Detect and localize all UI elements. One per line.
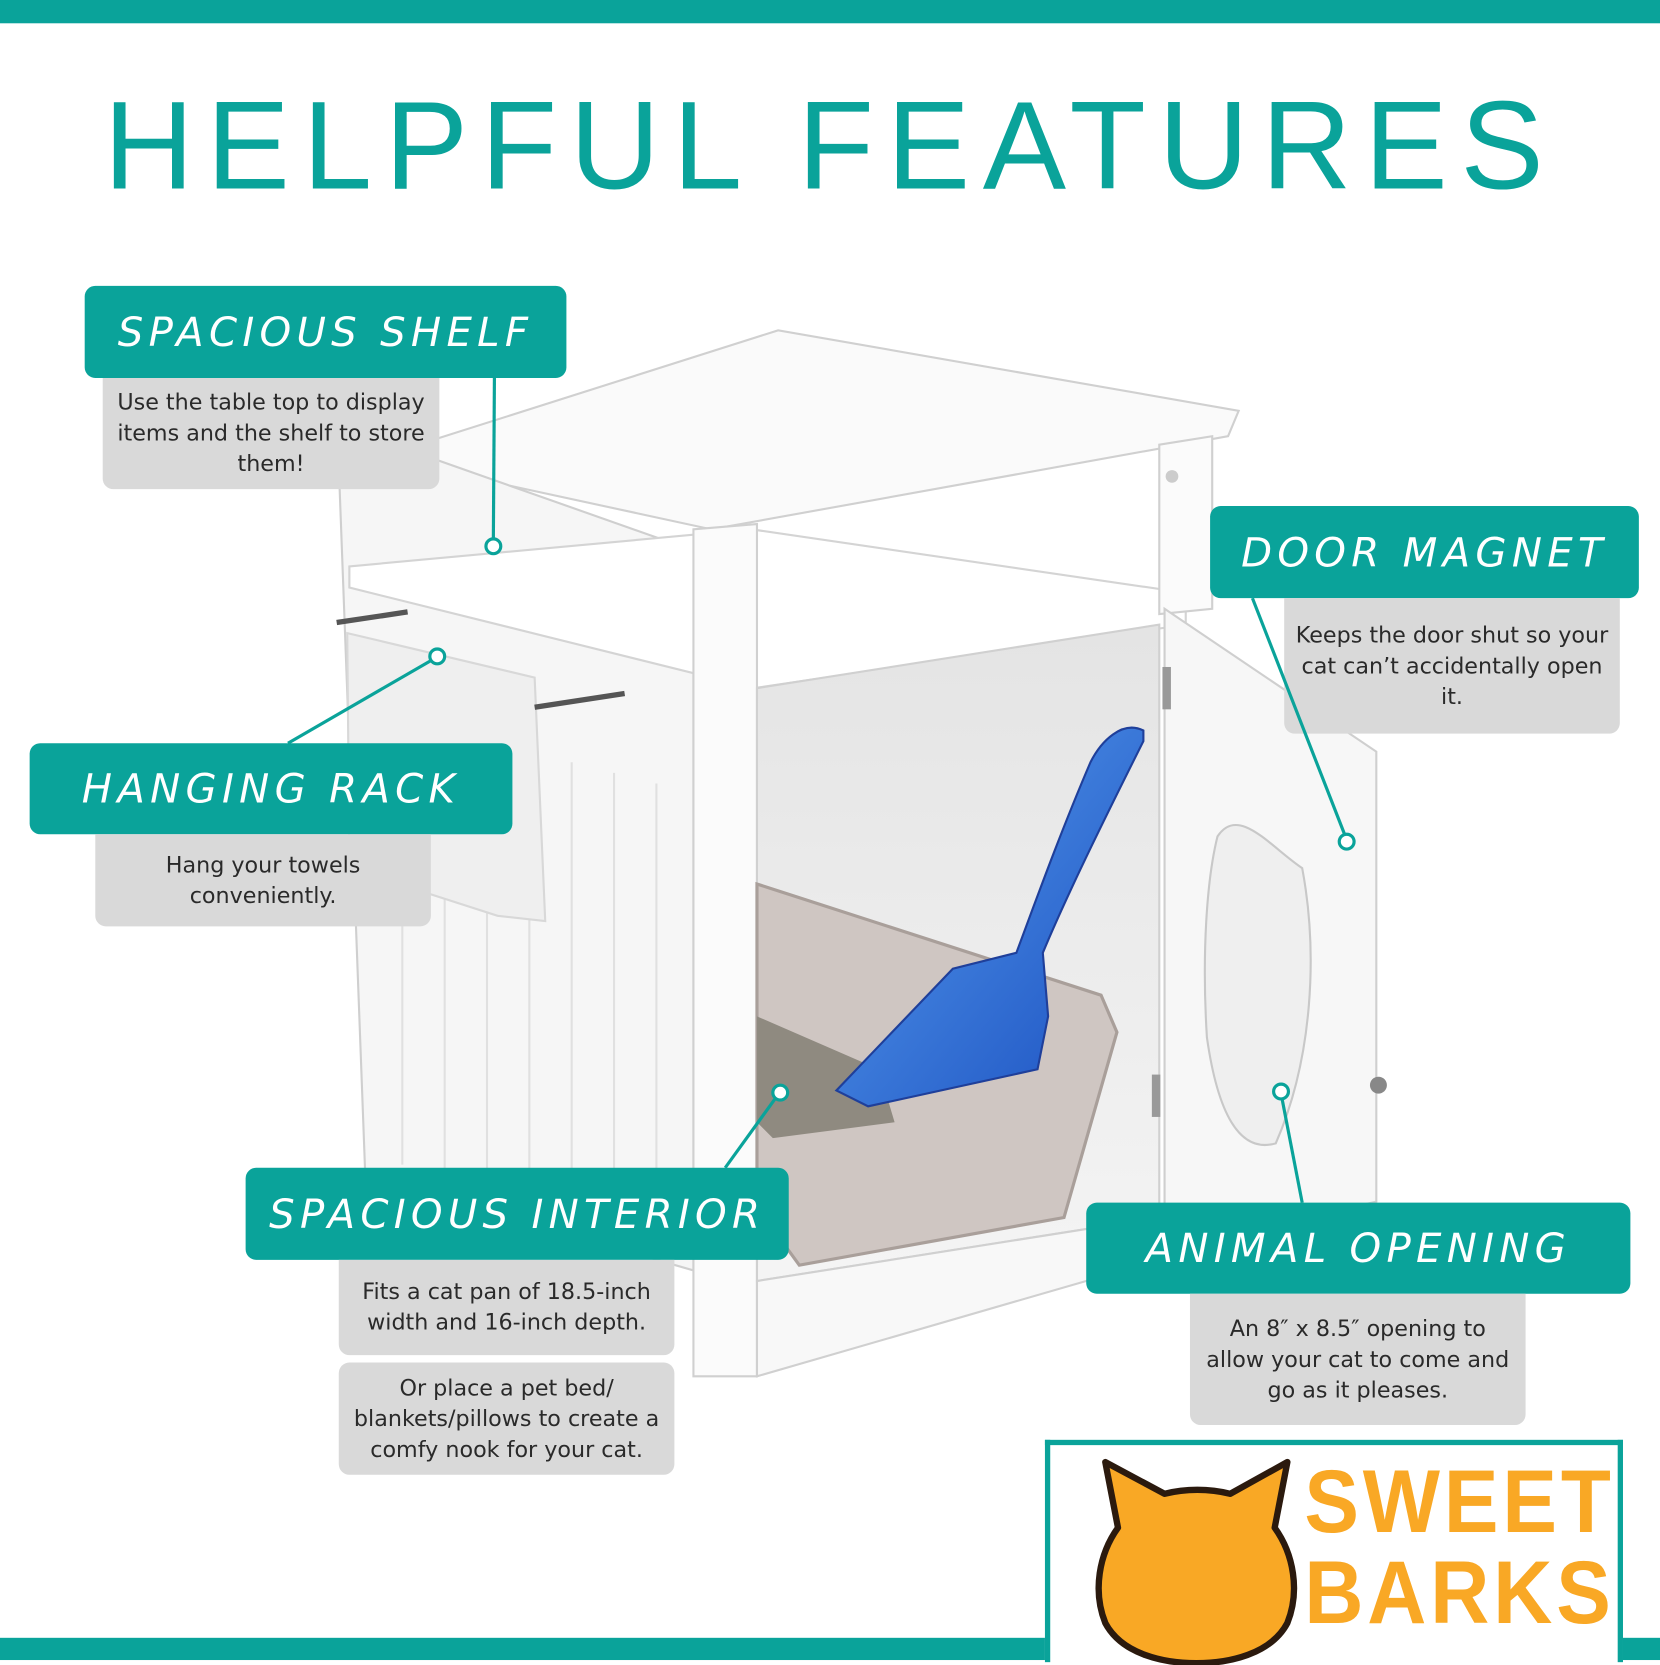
callout-hanging-rack-desc: Hang your towels conveniently. bbox=[95, 834, 431, 927]
callout-animal-opening-title: ANIMAL OPENING bbox=[1086, 1202, 1631, 1294]
top-accent-bar bbox=[0, 0, 1660, 24]
litter bbox=[756, 1016, 895, 1139]
callout-hanging-rack-title: HANGING RACK bbox=[29, 743, 513, 835]
callout-spacious-interior-desc: Fits a cat pan of 18.5-inch width and 16… bbox=[338, 1259, 675, 1356]
cat-head-icon bbox=[1095, 1458, 1298, 1665]
animal-opening bbox=[1203, 823, 1312, 1146]
callout-spacious-interior-title: SPACIOUS INTERIOR bbox=[245, 1167, 789, 1260]
brand-line-2: BARKS bbox=[1304, 1542, 1615, 1643]
litter-scoop bbox=[834, 726, 1145, 1108]
callout-spacious-interior-desc-alt: Or place a pet bed/ blankets/pillows to … bbox=[338, 1362, 675, 1475]
callout-door-magnet-desc: Keeps the door shut so your cat can’t ac… bbox=[1284, 598, 1620, 734]
page-title: HELPFUL FEATURES bbox=[103, 76, 1557, 216]
brand-logo: SWEET BARKS bbox=[1044, 1439, 1623, 1665]
brand-line-1: SWEET bbox=[1304, 1451, 1615, 1551]
callout-spacious-shelf-desc: Use the table top to display items and t… bbox=[102, 377, 440, 490]
callout-spacious-shelf-title: SPACIOUS SHELF bbox=[84, 285, 567, 378]
callout-animal-opening-desc: An 8″ x 8.5″ opening to allow your cat t… bbox=[1189, 1293, 1526, 1426]
callout-door-magnet-title: DOOR MAGNET bbox=[1210, 506, 1639, 599]
brand-wordmark: SWEET BARKS bbox=[1304, 1456, 1614, 1638]
